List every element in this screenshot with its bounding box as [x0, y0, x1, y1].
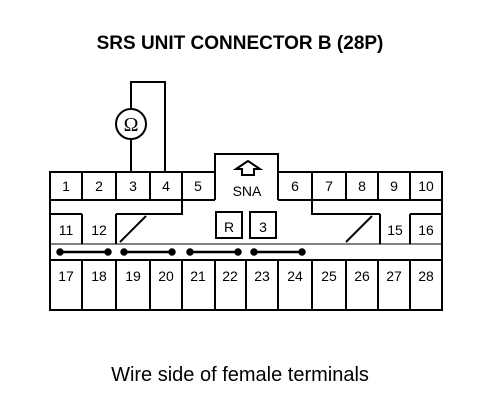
- lock-label-3: 3: [259, 219, 267, 235]
- diagram-title: SRS UNIT CONNECTOR B (28P): [96, 33, 384, 54]
- pin-8: 8: [358, 178, 366, 194]
- sna-label: SNA: [233, 183, 262, 199]
- pin-5: 5: [194, 178, 202, 194]
- pin-9: 9: [390, 178, 398, 194]
- pin-17: 17: [58, 268, 74, 284]
- pin-21: 21: [190, 268, 206, 284]
- meter-lead-right: [130, 81, 166, 172]
- pin-4: 4: [162, 178, 170, 194]
- blank-slash-left: [119, 215, 147, 243]
- shorting-bars: [56, 248, 306, 256]
- pin-6: 6: [291, 178, 299, 194]
- pin-3: 3: [129, 178, 137, 194]
- lock-box-3: [249, 211, 277, 239]
- pin-16: 16: [418, 222, 434, 238]
- blank-slash-right: [345, 215, 373, 243]
- pin-19: 19: [125, 268, 141, 284]
- up-arrow-icon: [232, 159, 264, 176]
- diagram-caption: Wire side of female terminals: [111, 364, 369, 386]
- pin-22: 22: [222, 268, 238, 284]
- pin-27: 27: [386, 268, 402, 284]
- pin-1: 1: [62, 178, 70, 194]
- pin-28: 28: [418, 268, 434, 284]
- pin-18: 18: [91, 268, 107, 284]
- pin-2: 2: [95, 178, 103, 194]
- pin-7: 7: [325, 178, 333, 194]
- pin-25: 25: [321, 268, 337, 284]
- lock-label-r: R: [224, 219, 234, 235]
- lock-box-r: [215, 211, 243, 239]
- pin-24: 24: [287, 268, 303, 284]
- ohm-symbol: Ω: [124, 114, 139, 136]
- pin-11: 11: [59, 222, 74, 238]
- pin-10: 10: [418, 178, 434, 194]
- pin-20: 20: [158, 268, 174, 284]
- pin-26: 26: [354, 268, 370, 284]
- pin-15: 15: [387, 222, 403, 238]
- pin-23: 23: [254, 268, 270, 284]
- ohmmeter-icon: Ω: [115, 108, 147, 140]
- pin-12: 12: [91, 222, 107, 238]
